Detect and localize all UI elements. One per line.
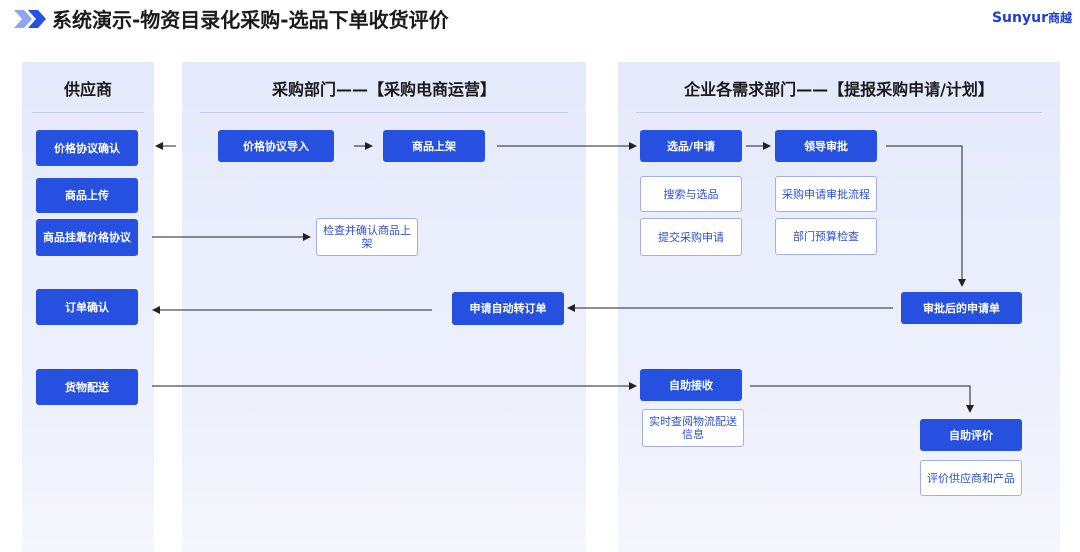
brand-main: Sunyur [991,10,1048,26]
node-price-import[interactable]: 价格协议导入 [218,130,334,162]
node-delivery[interactable]: 货物配送 [36,369,138,405]
title-chevron-icon [14,8,48,30]
lane-divider [32,112,144,113]
node-check-listing[interactable]: 检查并确认商品上架 [316,218,418,256]
node-attach-price[interactable]: 商品挂靠价格协议 [36,219,138,256]
arrow-approve-to-approved [886,145,966,287]
node-search-select[interactable]: 搜索与选品 [640,176,742,212]
node-leader-approve[interactable]: 领导审批 [775,130,877,162]
brand-sub: 商越 [1047,11,1072,25]
node-budget-check[interactable]: 部门预算检查 [775,218,877,255]
lane-title-demand: 企业各需求部门——【提报采购申请/计划】 [684,80,994,99]
node-order-confirm[interactable]: 订单确认 [36,289,138,325]
page-title: 系统演示-物资目录化采购-选品下单收货评价 [52,8,449,32]
node-submit-apply[interactable]: 提交采购申请 [640,218,742,256]
node-select-apply[interactable]: 选品/申请 [640,130,742,162]
lane-title-supplier: 供应商 [63,80,112,99]
node-price-confirm[interactable]: 价格协议确认 [36,130,138,166]
node-approved-order[interactable]: 审批后的申请单 [901,292,1022,324]
brand-logo: Sunyur商越 [960,8,1072,28]
node-listing[interactable]: 商品上架 [383,130,485,162]
lane-divider [200,112,568,113]
lane-title-purchasing: 采购部门——【采购电商运营】 [271,80,496,99]
node-product-upload[interactable]: 商品上传 [36,178,138,213]
node-auto-order[interactable]: 申请自动转订单 [452,292,564,325]
arrow-receive-to-eval [750,385,974,413]
node-self-eval[interactable]: 自助评价 [920,419,1022,451]
lane-divider [636,112,1042,113]
node-eval-text[interactable]: 评价供应商和产品 [920,460,1022,496]
node-approve-flow[interactable]: 采购申请审批流程 [775,176,877,212]
node-logistics[interactable]: 实时查阅物流配送信息 [642,409,744,447]
node-self-receive[interactable]: 自助接收 [640,369,742,401]
